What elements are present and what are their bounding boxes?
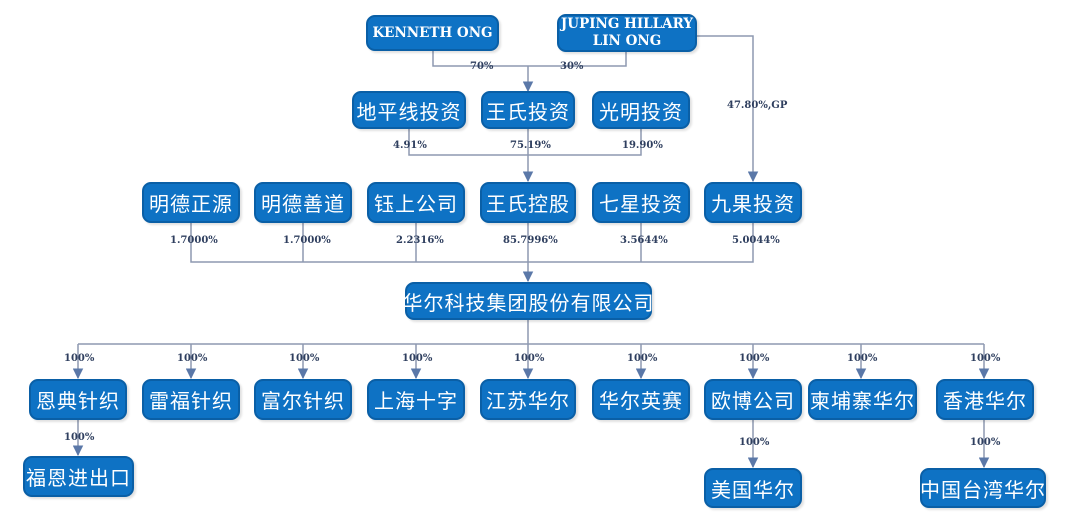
node-cambodia-huaer: 柬埔寨华尔 [808,379,917,420]
pct-mingde-zhengyuan: 1.7000% [170,235,218,246]
pct-wangshi-holding: 85.7996% [503,235,558,246]
node-fuer-knitting: 富尔针织 [254,379,352,420]
line-dipingxian-to-holding [408,129,528,156]
pct-sub-yingsai: 100% [627,353,658,364]
line-juping-to-wangshi [528,50,627,67]
node-jiuguo-investment: 九果投资 [704,182,802,223]
pct-oubo-to-us: 100% [739,437,770,448]
pct-endian-to-fuen: 100% [64,432,95,443]
line-guangming-to-holding [528,129,642,156]
pct-sub-jiangsu: 100% [514,353,545,364]
node-taiwan-huaer: 中国台湾华尔 [920,468,1046,508]
pct-sub-cambodia: 100% [847,353,878,364]
pct-kenneth-to-wangshi: 70% [470,61,494,72]
node-mingde-shandao: 明德善道 [254,182,352,223]
pct-dipingxian-to-holding: 4.91% [393,140,427,151]
node-qixing-investment: 七星投资 [592,182,690,223]
node-wangshi-investment: 王氏投资 [481,91,575,129]
pct-sub-shanghai: 100% [402,353,433,364]
line-juping-to-jiuguo [697,35,759,183]
node-hongkong-huaer: 香港华尔 [936,379,1034,420]
node-wangshi-holding: 王氏控股 [480,182,576,223]
node-dipingxian-investment: 地平线投资 [352,91,466,129]
node-us-huaer: 美国华尔 [704,468,802,508]
node-huaer-yingsai: 华尔英赛 [592,379,690,420]
node-shanghai-shizi: 上海十字 [367,379,465,420]
node-oubo-company: 欧博公司 [704,379,802,420]
pct-juping-to-wangshi: 30% [560,61,584,72]
pct-sub-oubo: 100% [739,353,770,364]
pct-jiuguo: 5.0044% [732,235,780,246]
node-jiangsu-huaer: 江苏华尔 [480,379,576,420]
pct-sub-fuer: 100% [289,353,320,364]
node-juping-hillary-lin-ong: JUPING HILLARY LIN ONG [557,14,697,52]
node-endian-knitting: 恩典针织 [29,379,127,420]
pct-hk-to-tw: 100% [970,437,1001,448]
node-yushang-company: 钰上公司 [367,182,465,223]
node-mingde-zhengyuan: 明德正源 [142,182,240,223]
pct-sub-hk: 100% [970,353,1001,364]
node-leifu-knitting: 雷福针织 [142,379,240,420]
node-guangming-investment: 光明投资 [592,91,690,129]
node-fuen-import-export: 福恩进出口 [23,456,134,497]
pct-sub-leifu: 100% [177,353,208,364]
pct-guangming-to-holding: 19.90% [622,140,663,151]
pct-wangshi-invest-to-holding: 75.19% [510,140,551,151]
node-huaer-group: 华尔科技集团股份有限公司 [403,282,654,320]
pct-juping-to-jiuguo: 47.80%,GP [727,100,788,111]
node-kenneth-ong: KENNETH ONG [366,15,499,51]
line-kenneth-to-wangshi [432,50,528,67]
line-level2-bus [190,223,754,263]
pct-sub-endian: 100% [64,353,95,364]
pct-mingde-shandao: 1.7000% [283,235,331,246]
pct-yushang: 2.2316% [396,235,444,246]
pct-qixing: 3.5644% [620,235,668,246]
